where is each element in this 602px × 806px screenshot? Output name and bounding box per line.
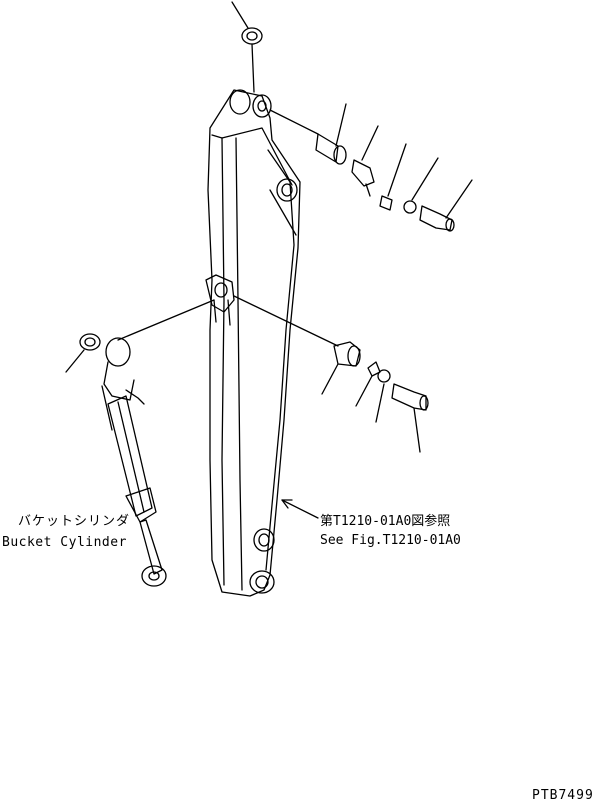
upper-pin-assembly <box>269 103 473 232</box>
top-washer <box>231 1 263 93</box>
bucket-cylinder <box>101 337 167 587</box>
drawing-code: PTB7499 <box>532 788 594 803</box>
cylinder-washer <box>65 333 101 373</box>
lower-pin-assembly <box>117 295 429 453</box>
bucket-cylinder-label-jp: バケットシリンダ <box>18 514 131 529</box>
arm <box>205 89 301 597</box>
reference-label-en: See Fig.T1210-01A0 <box>320 533 461 548</box>
bucket-cylinder-label-en: Bucket Cylinder <box>2 535 127 550</box>
reference-label-jp: 第T1210-01A0図参照 <box>320 514 451 529</box>
reference-leader <box>281 499 319 519</box>
